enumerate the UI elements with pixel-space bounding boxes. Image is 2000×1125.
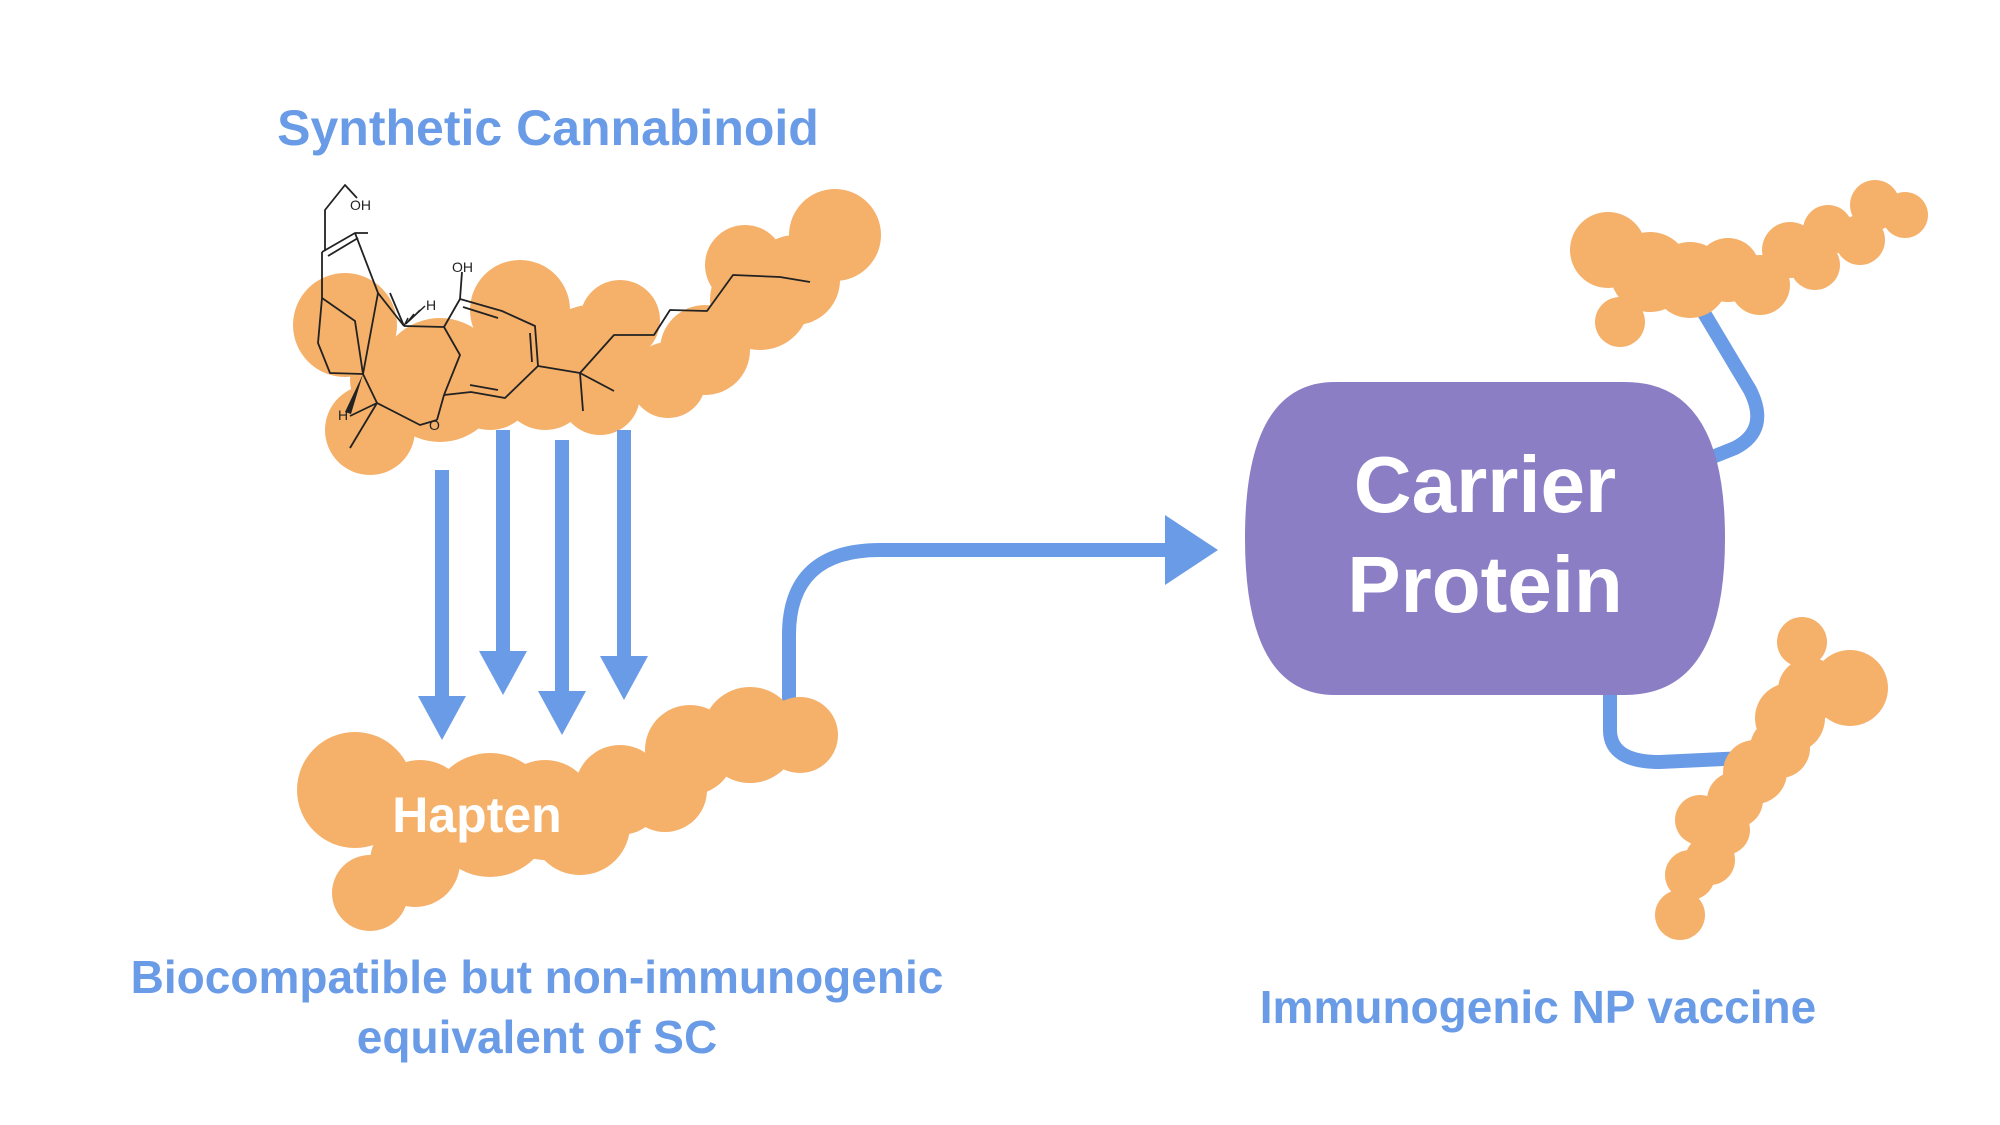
carrier-protein-shape — [1245, 382, 1725, 695]
upper-linker — [1691, 299, 1765, 469]
cannabinoid-atom-labels: OH OH H H O — [338, 197, 473, 433]
vaccine-caption: Immunogenic NP vaccine — [1260, 981, 1816, 1033]
down-arrow — [600, 430, 648, 700]
oh-top-label: OH — [350, 197, 371, 213]
stereo-bonds — [345, 305, 426, 414]
down-arrow — [479, 430, 527, 695]
carrier-linkers — [1603, 299, 1765, 770]
oxygen-label: O — [429, 417, 440, 433]
cannabinoid-backdrop — [293, 189, 881, 475]
down-arrow — [538, 440, 586, 735]
carrier-label-line2: Protein — [1347, 540, 1623, 629]
lower-attached-hapten — [1655, 617, 1888, 940]
hapten-caption-line1: Biocompatible but non-immunogenic — [131, 951, 944, 1003]
hapten-caption-line2: equivalent of SC — [357, 1011, 717, 1063]
carrier-label-line1: Carrier — [1354, 440, 1616, 529]
synthetic-cannabinoid-title: Synthetic Cannabinoid — [277, 100, 819, 156]
downward-arrows — [418, 430, 648, 740]
hapten-blob — [297, 687, 838, 931]
hapten-to-carrier-arrow — [782, 515, 1218, 712]
oh-ring-label: OH — [452, 259, 473, 275]
down-arrow — [418, 470, 466, 740]
upper-attached-hapten — [1570, 180, 1928, 347]
hapten-label: Hapten — [392, 787, 561, 843]
h-upper-label: H — [426, 297, 436, 313]
lower-linker — [1603, 690, 1746, 770]
cannabinoid-structure — [317, 184, 811, 449]
h-lower-label: H — [338, 407, 348, 423]
